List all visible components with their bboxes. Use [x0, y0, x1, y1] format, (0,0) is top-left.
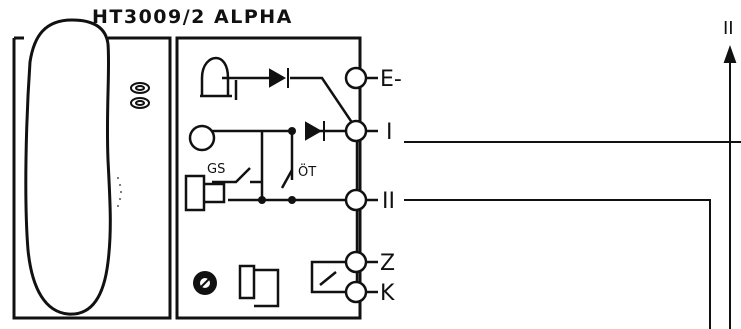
side-dots	[117, 177, 122, 207]
junction-dots	[258, 127, 296, 204]
microphone-icon	[188, 124, 216, 152]
speaker-icon	[184, 174, 226, 212]
buzzer-icon	[193, 271, 217, 295]
external-wiring	[404, 58, 741, 329]
handset-unit	[12, 18, 172, 320]
switch-label-gs: GS	[207, 162, 225, 177]
terminal-label-one: I	[386, 120, 393, 145]
terminal-label-two: II	[382, 189, 395, 214]
terminal-label-e-minus: E-	[380, 67, 402, 92]
diode-icon	[305, 121, 325, 141]
speaker-grille-icon	[130, 82, 150, 109]
right-marker-label: II	[723, 18, 734, 39]
diode-icon	[269, 68, 289, 88]
terminal-circles	[344, 66, 368, 304]
terminal-label-k: K	[380, 281, 395, 306]
terminal-two	[344, 188, 368, 212]
terminal-one	[344, 119, 368, 143]
terminal-e-minus	[344, 66, 368, 90]
switch-label-ot: ÖT	[298, 163, 316, 180]
terminal-label-z: Z	[380, 251, 395, 276]
loudspeaker-icon	[238, 264, 280, 308]
circuit-wiring	[212, 76, 359, 294]
model-title: HT3009/2 ALPHA	[92, 6, 293, 28]
circuit-box	[175, 36, 362, 320]
terminal-z	[344, 250, 368, 274]
terminal-stubs	[366, 76, 378, 294]
handset-receiver	[24, 18, 112, 316]
arrow-up-icon	[723, 45, 737, 63]
bell-icon	[200, 56, 232, 98]
terminal-k	[344, 280, 368, 304]
